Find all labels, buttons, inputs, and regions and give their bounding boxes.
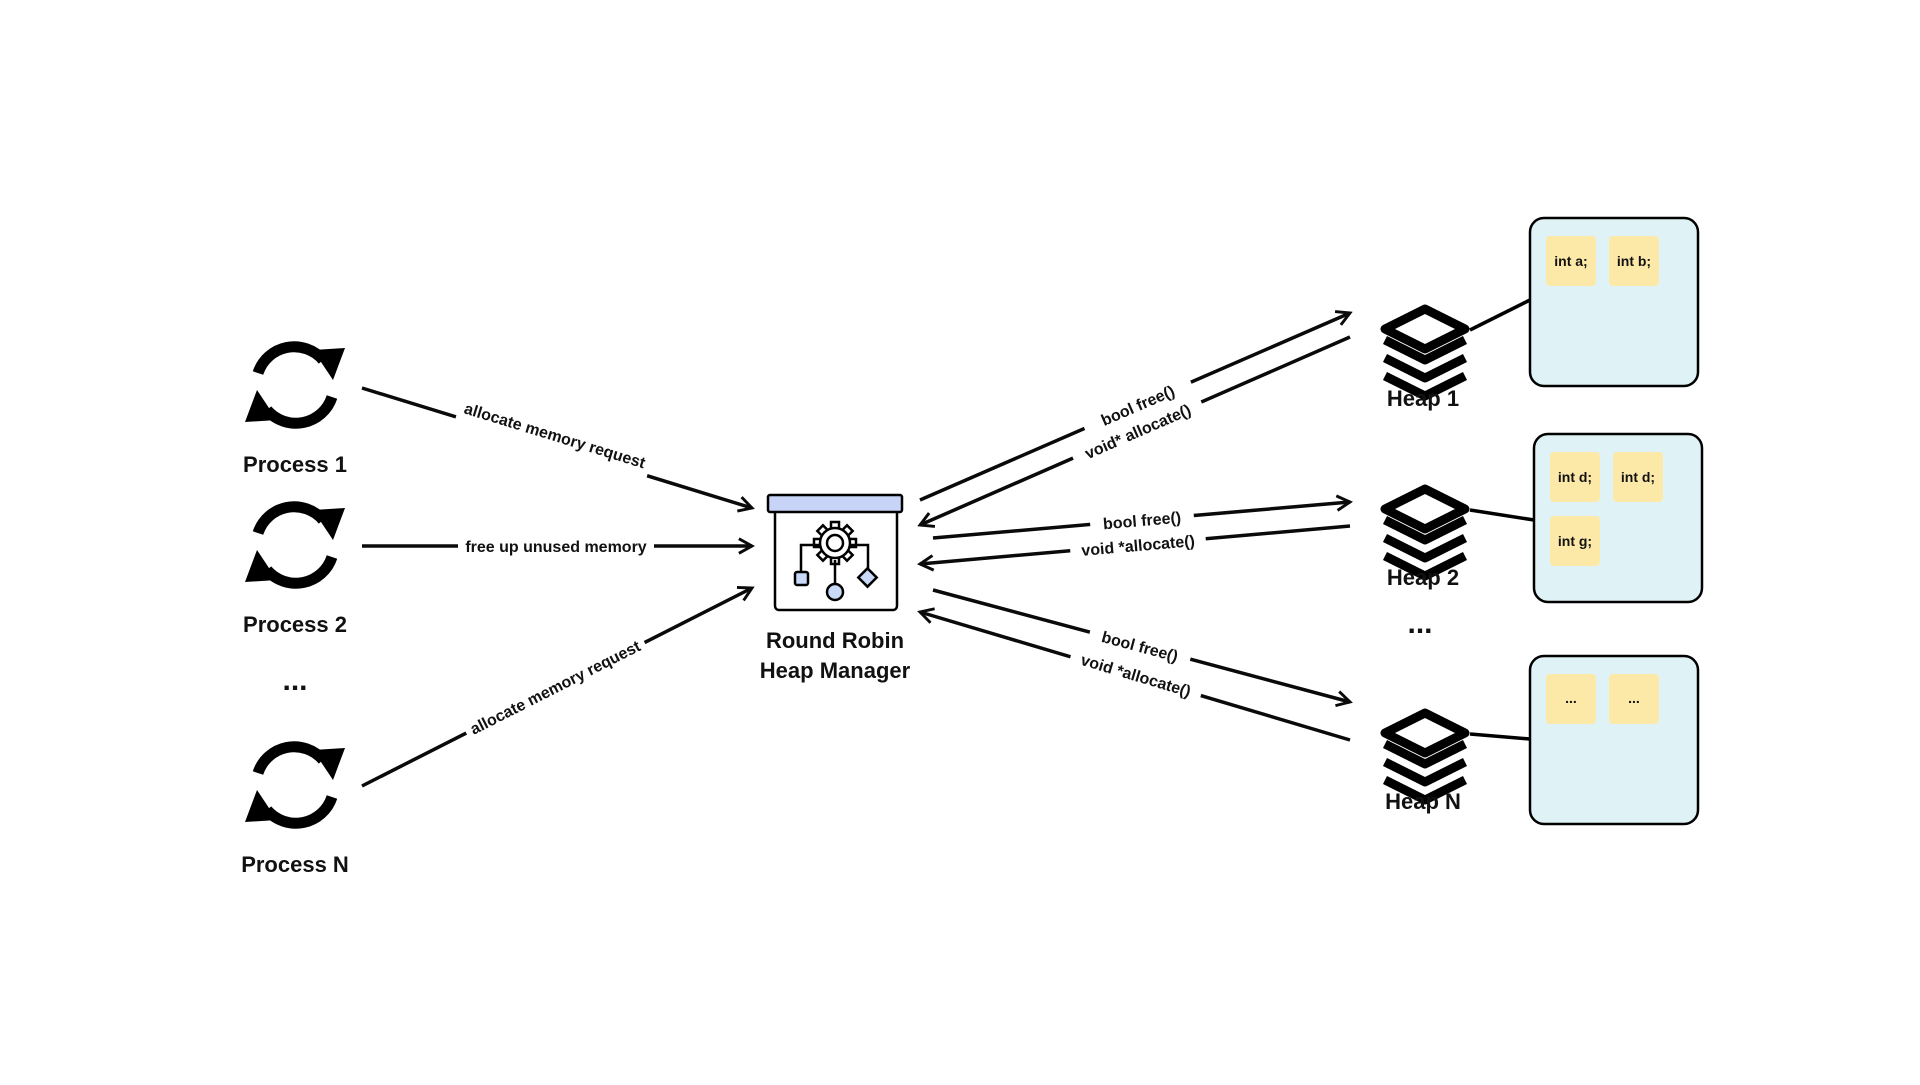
edge-heap-n-allocate: void *allocate() bbox=[920, 612, 1351, 742]
heap-manager-label-line1: Round Robin bbox=[766, 628, 904, 653]
edge-process-n-label: allocate memory request bbox=[468, 638, 644, 739]
layers-icon bbox=[1380, 708, 1470, 805]
edge-heap-2-free-label: bool free() bbox=[1102, 510, 1181, 534]
heap-ellipsis: ... bbox=[1407, 607, 1432, 640]
workflow-icon bbox=[766, 493, 904, 612]
edge-heap-1-allocate: void* allocate() bbox=[920, 335, 1351, 525]
heap-n-memory-block: ... ... bbox=[1528, 654, 1700, 826]
refresh-icon bbox=[245, 741, 345, 829]
memory-var-label: int d; bbox=[1558, 469, 1592, 485]
memory-var-label: int d; bbox=[1621, 469, 1655, 485]
layers-icon bbox=[1380, 484, 1470, 581]
heap-2-memory-block: int d; int d; int g; bbox=[1532, 432, 1704, 604]
process-1-node: Process 1 bbox=[243, 341, 347, 477]
heap-n-node: Heap N ... ... bbox=[1380, 654, 1700, 826]
edge-heap-2-free: bool free() bbox=[932, 502, 1350, 540]
process-ellipsis: ... bbox=[282, 664, 307, 697]
heap-1-label: Heap 1 bbox=[1387, 386, 1459, 411]
memory-var-label: ... bbox=[1628, 690, 1640, 706]
memory-var: int a; bbox=[1546, 236, 1596, 286]
heap-manager-label-line2: Heap Manager bbox=[760, 658, 911, 683]
edge-heap-1-free: bool free() bbox=[919, 313, 1350, 502]
heap-1-memory-block: int a; int b; bbox=[1528, 216, 1700, 388]
heap-n-label: Heap N bbox=[1385, 789, 1461, 814]
memory-var-label: int g; bbox=[1558, 533, 1592, 549]
memory-var: int g; bbox=[1550, 516, 1600, 566]
layers-icon bbox=[1380, 304, 1470, 401]
heap-2-node: Heap 2 int d; int d; int g; bbox=[1380, 432, 1704, 604]
edge-process-2-label: free up unused memory bbox=[465, 539, 646, 556]
gear-icon bbox=[812, 520, 858, 566]
heap-1-node: Heap 1 int a; int b; bbox=[1380, 216, 1700, 411]
process-1-label: Process 1 bbox=[243, 452, 347, 477]
memory-var: int d; bbox=[1550, 452, 1600, 502]
memory-var-label: int b; bbox=[1617, 253, 1651, 269]
refresh-icon bbox=[245, 341, 345, 429]
memory-var-label: int a; bbox=[1554, 253, 1587, 269]
process-2-node: Process 2 bbox=[243, 501, 347, 637]
edge-process-n: allocate memory request bbox=[361, 588, 752, 788]
edge-process-1-label: allocate memory request bbox=[462, 401, 648, 473]
memory-var: int b; bbox=[1609, 236, 1659, 286]
refresh-icon bbox=[245, 501, 345, 589]
process-n-label: Process N bbox=[241, 852, 349, 877]
memory-var-label: ... bbox=[1565, 690, 1577, 706]
memory-var: ... bbox=[1609, 674, 1659, 724]
heap-2-label: Heap 2 bbox=[1387, 565, 1459, 590]
memory-var: ... bbox=[1546, 674, 1596, 724]
memory-var: int d; bbox=[1613, 452, 1663, 502]
edge-process-2: free up unused memory bbox=[362, 532, 752, 560]
process-2-label: Process 2 bbox=[243, 612, 347, 637]
heap-manager-node: Round Robin Heap Manager bbox=[760, 493, 911, 683]
process-n-node: Process N bbox=[241, 741, 349, 877]
edge-process-1: allocate memory request bbox=[361, 386, 752, 508]
